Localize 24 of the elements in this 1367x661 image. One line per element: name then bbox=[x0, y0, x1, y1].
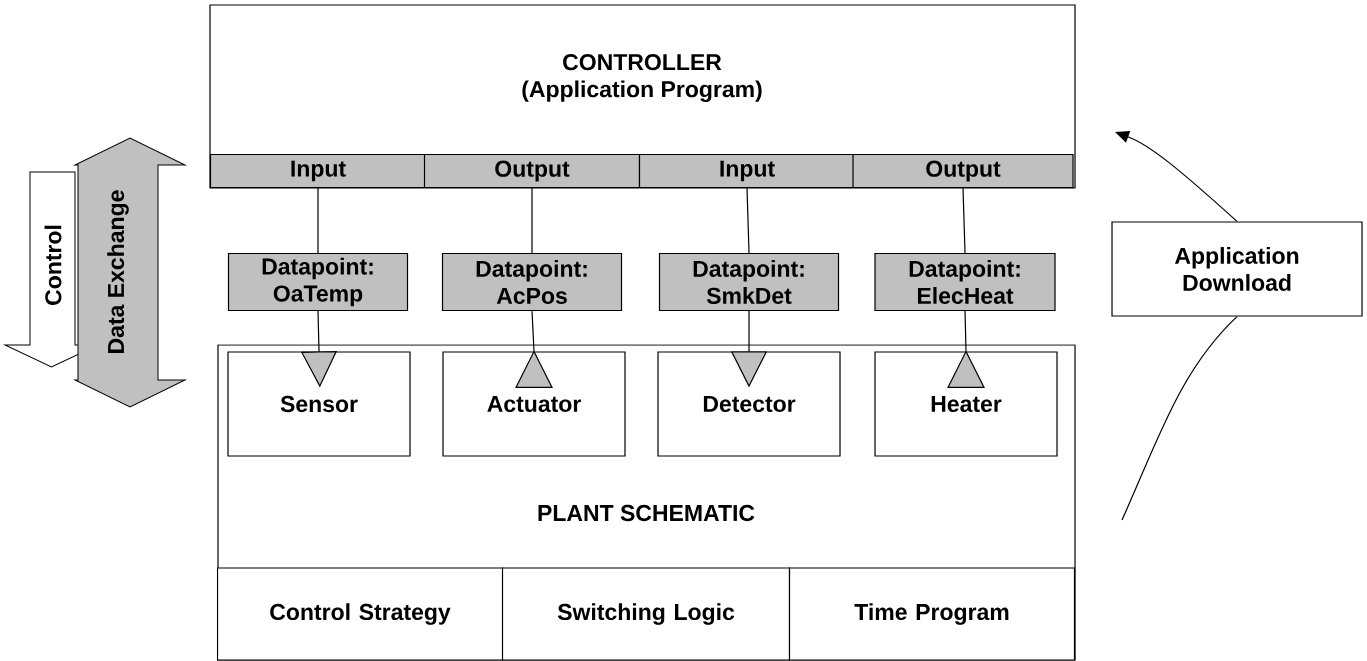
download-box: Application Download bbox=[1111, 221, 1363, 317]
connector bbox=[531, 187, 533, 254]
io-cell: Input bbox=[209, 153, 427, 189]
device-box: Detector bbox=[657, 351, 841, 457]
io-cell: Output bbox=[423, 153, 641, 189]
connector bbox=[746, 187, 750, 254]
curved-arrow bbox=[1115, 131, 1238, 222]
io-cell: Output bbox=[852, 153, 1074, 189]
connector bbox=[962, 187, 966, 254]
io-cell: Input bbox=[638, 153, 856, 189]
module-cell: Time Program bbox=[788, 567, 1076, 661]
connector bbox=[515, 310, 553, 388]
arrow-label: Control bbox=[44, 225, 62, 305]
arrow-label: Data Exchange bbox=[107, 190, 129, 353]
connector bbox=[947, 310, 985, 388]
datapoint-box: Datapoint: SmkDet bbox=[658, 252, 840, 312]
module-cell: Control Strategy bbox=[216, 567, 504, 661]
connector bbox=[317, 187, 319, 254]
device-box: Sensor bbox=[227, 351, 411, 457]
curved-line bbox=[1121, 316, 1238, 521]
device-box: Actuator bbox=[442, 351, 626, 457]
device-box: Heater bbox=[874, 351, 1058, 457]
module-cell: Switching Logic bbox=[501, 567, 791, 661]
datapoint-box: Datapoint: OaTemp bbox=[227, 252, 409, 312]
